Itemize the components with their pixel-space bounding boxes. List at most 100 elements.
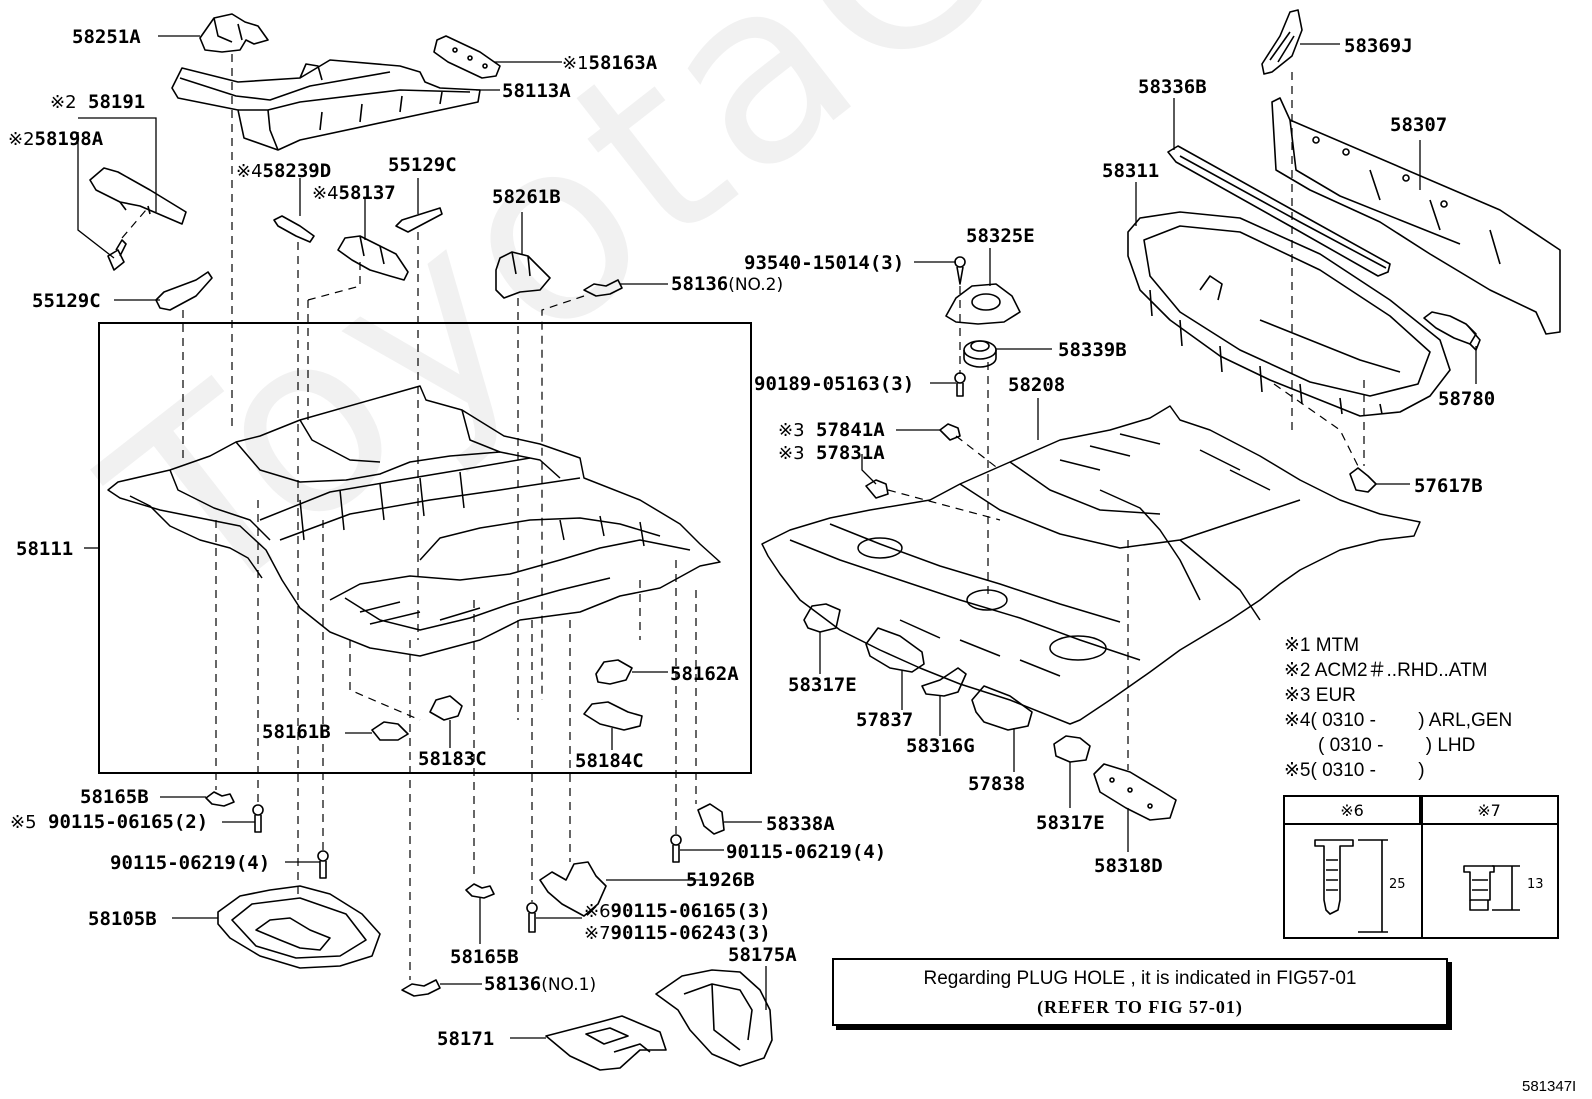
- part-label-90115-06165-2[interactable]: ※5 90115-06165(2): [10, 813, 208, 832]
- part-label-57831A[interactable]: ※3 57831A: [778, 444, 885, 463]
- part-number: 58113A: [502, 80, 571, 102]
- part-58113A-crossmember: [171, 59, 481, 151]
- part-label-58307[interactable]: 58307: [1390, 116, 1447, 135]
- part-number: 58105B: [88, 908, 157, 930]
- part-label-58318D[interactable]: 58318D: [1094, 857, 1163, 876]
- part-label-58175A[interactable]: 58175A: [728, 946, 797, 965]
- note-mark: ※5: [1284, 760, 1311, 781]
- part-58161B-pad: [371, 721, 409, 741]
- part-qualifier: (NO.1): [541, 975, 597, 995]
- part-58137-bracket: [337, 235, 409, 281]
- part-label-58251A[interactable]: 58251A: [72, 28, 141, 47]
- part-label-58316G[interactable]: 58316G: [906, 737, 975, 756]
- part-58336B-rail: [1167, 145, 1391, 277]
- note-mark: ※7: [584, 923, 611, 944]
- part-quantity: (3): [736, 900, 771, 922]
- part-number: 57837: [856, 709, 914, 731]
- note-mark: ※2: [1284, 660, 1311, 681]
- note-mark: ※4: [1284, 710, 1311, 731]
- part-51926B-bracket: [539, 861, 607, 917]
- part-label-58780[interactable]: 58780: [1438, 390, 1495, 409]
- note-text: ( 0310 - ): [1310, 760, 1425, 781]
- part-label-90189-05163[interactable]: 90189-05163(3): [754, 375, 914, 394]
- part-label-58198A[interactable]: ※258198A: [8, 130, 103, 149]
- note-mark: ※3: [778, 443, 805, 464]
- part-number: 57831A: [816, 442, 885, 464]
- note-mark: ※2: [8, 129, 35, 150]
- legend-note-1: ※1 MTM: [1284, 636, 1359, 655]
- part-58175A-cover: [655, 969, 773, 1067]
- part-label-58311[interactable]: 58311: [1102, 162, 1159, 181]
- part-label-51926B[interactable]: 51926B: [686, 871, 755, 890]
- part-label-90115-06219-left[interactable]: 90115-06219(4): [110, 854, 270, 873]
- part-label-58113A[interactable]: 58113A: [502, 82, 571, 101]
- part-number: 58165B: [450, 946, 519, 968]
- part-label-58171[interactable]: 58171: [437, 1030, 494, 1049]
- part-number: 90189-05163: [754, 373, 880, 395]
- part-label-57841A[interactable]: ※3 57841A: [778, 421, 885, 440]
- part-90115-06219-left-bolt: [317, 850, 329, 879]
- part-label-58338A[interactable]: 58338A: [766, 815, 835, 834]
- part-label-58317E-right[interactable]: 58317E: [1036, 814, 1105, 833]
- note-mark: ※4: [312, 183, 339, 204]
- part-label-58325E[interactable]: 58325E: [966, 227, 1035, 246]
- part-label-58369J[interactable]: 58369J: [1344, 37, 1413, 56]
- part-number: 57838: [968, 773, 1026, 795]
- fastener-7-length: 13: [1527, 877, 1544, 892]
- part-label-58165B-center[interactable]: 58165B: [450, 948, 519, 967]
- part-number: 90115-06219: [726, 841, 852, 863]
- part-label-57837[interactable]: 57837: [856, 711, 913, 730]
- part-label-58136-no2[interactable]: 58136(NO.2): [671, 275, 783, 294]
- note-mark: ※1: [562, 53, 589, 74]
- part-label-58184C[interactable]: 58184C: [575, 752, 644, 771]
- part-label-58261B[interactable]: 58261B: [492, 188, 561, 207]
- part-label-58336B[interactable]: 58336B: [1138, 78, 1207, 97]
- part-58317E-right-bracket: [1053, 735, 1091, 763]
- part-number: 58137: [338, 182, 396, 204]
- part-57841A-nut: [939, 423, 961, 441]
- part-58325E-retainer: [945, 283, 1021, 325]
- part-label-58137[interactable]: ※458137: [312, 184, 396, 203]
- part-58183C-pad: [429, 695, 463, 721]
- part-label-90115-06219-right[interactable]: 90115-06219(4): [726, 843, 886, 862]
- part-label-58161B[interactable]: 58161B: [262, 723, 331, 742]
- part-58239D-clip: [273, 215, 315, 243]
- part-number: 55129C: [32, 290, 101, 312]
- part-58198A-bolt: [107, 239, 127, 271]
- part-number: 57841A: [816, 419, 885, 441]
- part-label-58317E-left[interactable]: 58317E: [788, 676, 857, 695]
- legend-note-2: ※2 ACM2＃..RHD..ATM: [1284, 661, 1488, 680]
- part-number: 90115-06165: [48, 811, 174, 833]
- part-number: 57617B: [1414, 475, 1483, 497]
- part-label-58208[interactable]: 58208: [1008, 376, 1065, 395]
- part-label-55129C-left[interactable]: 55129C: [32, 292, 101, 311]
- part-label-58111[interactable]: 58111: [16, 540, 73, 559]
- part-label-58105B[interactable]: 58105B: [88, 910, 157, 929]
- part-number: 58171: [437, 1028, 495, 1050]
- part-label-58191[interactable]: ※2 58191: [50, 93, 145, 112]
- part-number: 93540-15014: [744, 252, 870, 274]
- part-label-58339B[interactable]: 58339B: [1058, 341, 1127, 360]
- part-label-93540-15014[interactable]: 93540-15014(3): [744, 254, 904, 273]
- part-90189-05163-bolt: [954, 372, 966, 397]
- part-label-58163A[interactable]: ※158163A: [562, 54, 657, 73]
- part-label-57617B[interactable]: 57617B: [1414, 477, 1483, 496]
- fastener-7-drawing: [1463, 865, 1520, 911]
- part-label-90115-06243-3[interactable]: ※790115-06243(3): [584, 924, 771, 943]
- part-label-90115-06165-3[interactable]: ※690115-06165(3): [584, 902, 771, 921]
- note-mark: ※5: [10, 812, 37, 833]
- part-label-58239D[interactable]: ※458239D: [236, 162, 331, 181]
- part-57617B-clip: [1349, 467, 1377, 493]
- part-58171-plate: [545, 1015, 667, 1071]
- part-label-58162A[interactable]: 58162A: [670, 665, 739, 684]
- part-label-58183C[interactable]: 58183C: [418, 750, 487, 769]
- front-floor-group-frame: [98, 322, 752, 774]
- note-text: MTM: [1315, 635, 1360, 656]
- part-label-58165B-left[interactable]: 58165B: [80, 788, 149, 807]
- reference-line-2[interactable]: (REFER TO FIG 57-01): [1037, 997, 1243, 1017]
- part-label-55129C-upper[interactable]: 55129C: [388, 156, 457, 175]
- part-quantity: (2): [173, 811, 209, 833]
- part-label-57838[interactable]: 57838: [968, 775, 1025, 794]
- part-number: 58208: [1008, 374, 1066, 396]
- part-label-58136-no1[interactable]: 58136(NO.1): [484, 975, 596, 994]
